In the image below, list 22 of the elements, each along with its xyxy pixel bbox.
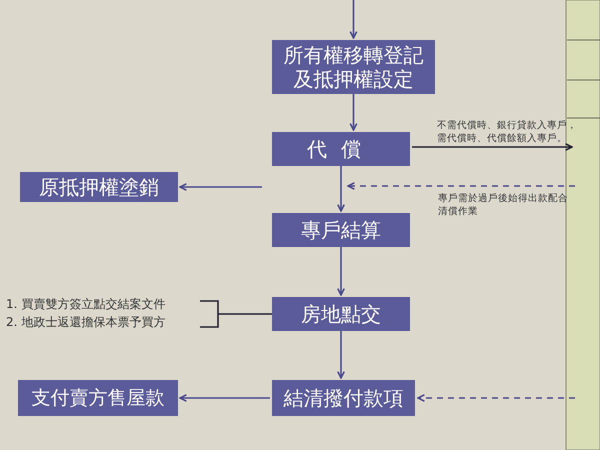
note-text: 1. 買賣雙方簽立點交結案文件: [6, 296, 166, 313]
edge-label: 專戶需於過戶後始得出款配合清償作業: [438, 192, 568, 218]
arrow: [337, 247, 345, 296]
arrow: [350, 94, 358, 131]
process-box: 代償: [272, 132, 410, 166]
arrow: [179, 394, 270, 402]
edge-label: 不需代償時、銀行貸款入專戶，需代償時、代償餘額入專戶。: [437, 119, 577, 145]
process-box: 結清撥付款項: [272, 380, 415, 416]
dashed-arrow: [347, 182, 575, 190]
process-box: 所有權移轉登記及抵押權設定: [272, 40, 435, 94]
process-box: 原抵押權塗銷: [20, 172, 178, 202]
process-box: 支付賣方售屋款: [18, 380, 178, 416]
dashed-arrow: [417, 394, 575, 402]
arrow: [350, 0, 358, 39]
bracket-connector: [199, 300, 273, 328]
process-box: 專戶結算: [272, 213, 410, 247]
arrow: [179, 183, 262, 191]
process-box: 房地點交: [272, 297, 410, 331]
arrow: [412, 143, 573, 151]
arrow: [337, 166, 345, 212]
arrow: [337, 331, 345, 379]
note-text: 2. 地政士返還擔保本票予買方: [6, 314, 166, 331]
